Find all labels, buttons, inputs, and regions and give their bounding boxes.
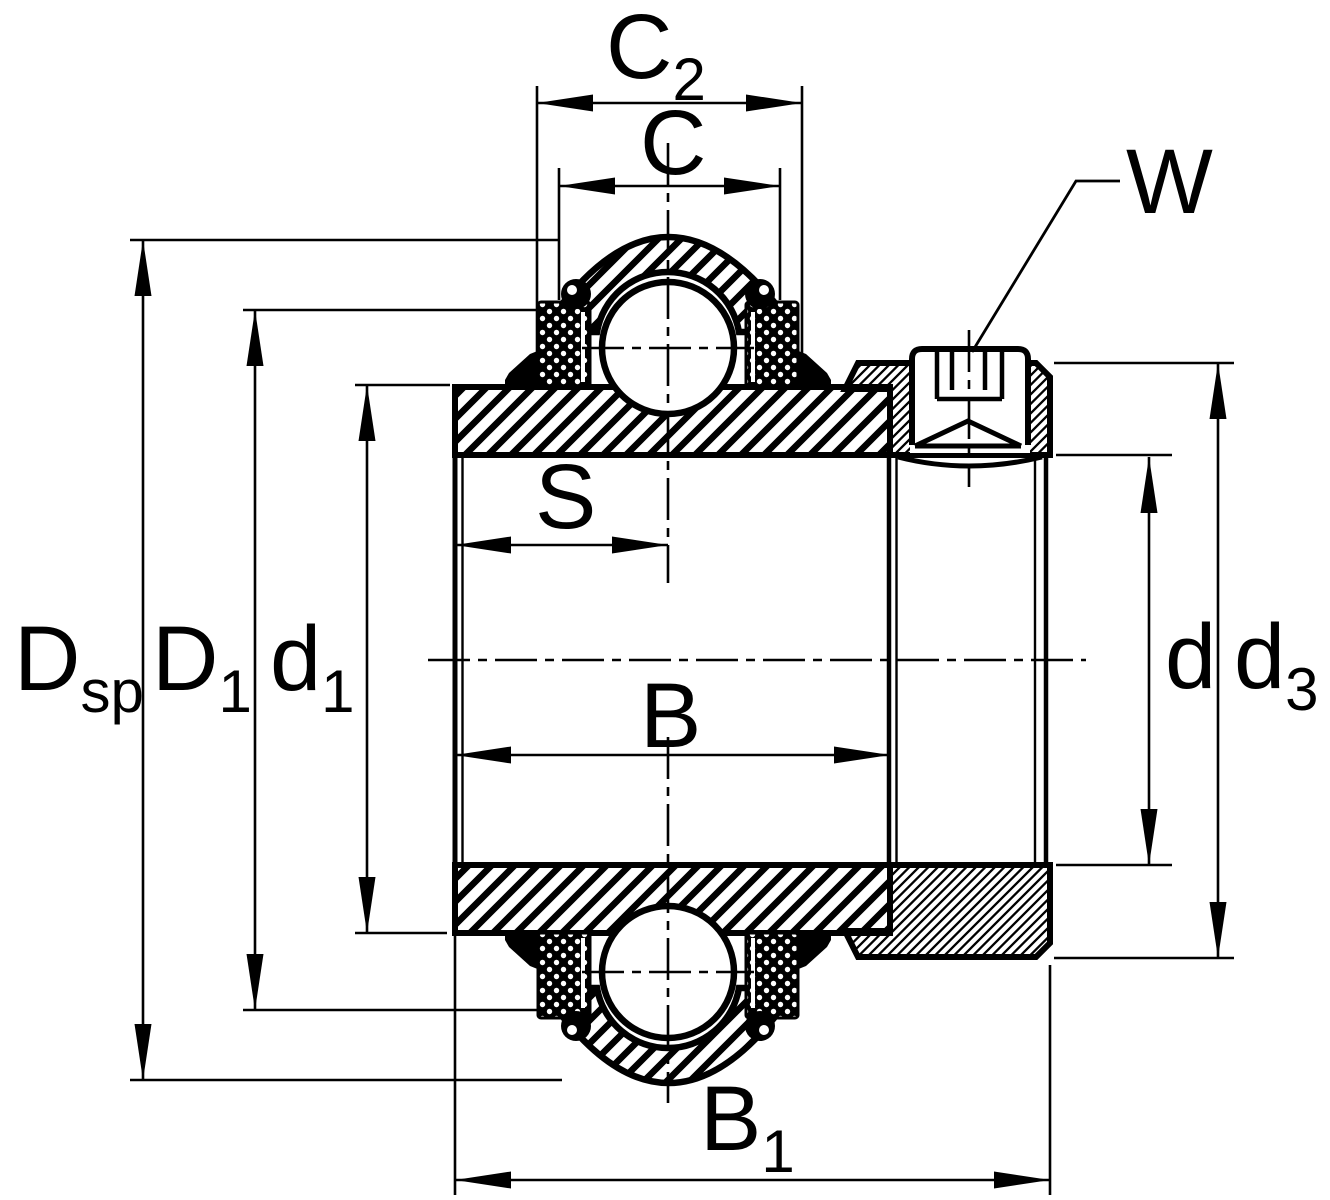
outer-ring-bottom xyxy=(552,984,786,1087)
seal-anchor-knob xyxy=(745,279,775,309)
dimension-label-group: C2 C W S B B1 Dsp D1 d1 d d3 xyxy=(14,0,1319,1185)
extension-lines xyxy=(130,86,1234,1195)
seal-lip-foot xyxy=(505,933,540,970)
outer-ring-top xyxy=(552,233,786,336)
dimension-arrows xyxy=(134,94,1227,1189)
arrowhead xyxy=(1140,457,1158,513)
w-leader-line xyxy=(970,179,1120,353)
seal-knob-highlight xyxy=(567,1025,577,1035)
seal-anchor-knob xyxy=(561,1011,591,1041)
arrowhead xyxy=(134,240,152,296)
dim-label-d: d xyxy=(1165,606,1216,708)
dim-label-d1-outer: D1 xyxy=(152,608,252,725)
dim-label-w: W xyxy=(1126,131,1213,233)
arrowhead xyxy=(612,536,668,554)
arrowhead xyxy=(559,177,615,195)
arrowhead xyxy=(1209,902,1227,958)
seal-knob-highlight xyxy=(759,1025,769,1035)
seal-lip-foot xyxy=(505,350,540,387)
arrowhead xyxy=(246,310,264,366)
arrowhead xyxy=(455,536,511,554)
arrowhead xyxy=(455,1171,511,1189)
arrowhead xyxy=(537,94,593,112)
arrowhead xyxy=(834,746,890,764)
seal-lip-foot xyxy=(796,933,831,970)
dim-label-b: B xyxy=(640,665,701,767)
seal-top-right xyxy=(744,279,831,389)
seal-anchor-knob xyxy=(745,1011,775,1041)
arrowhead xyxy=(1140,809,1158,865)
seal-knob-highlight xyxy=(567,285,577,295)
dim-label-d1-inner: d1 xyxy=(270,608,355,725)
arrowhead xyxy=(994,1171,1050,1189)
arrowhead xyxy=(358,385,376,441)
centerlines xyxy=(428,143,1086,1103)
dim-label-s: S xyxy=(535,446,596,548)
arrowhead xyxy=(246,954,264,1010)
arrowhead xyxy=(134,1024,152,1080)
arrowhead xyxy=(1209,363,1227,419)
dim-label-c2: C2 xyxy=(606,0,706,113)
arrowhead xyxy=(746,94,802,112)
dim-label-b1: B1 xyxy=(700,1068,795,1185)
locking-collar-bottom xyxy=(840,862,1053,960)
seal-anchor-knob xyxy=(561,279,591,309)
arrowhead xyxy=(358,877,376,933)
dim-label-dsp: Dsp xyxy=(14,608,144,725)
arrowhead xyxy=(455,746,511,764)
dim-label-d3: d3 xyxy=(1234,606,1319,723)
seal-lip-foot xyxy=(796,350,831,387)
dim-label-c: C xyxy=(640,92,706,194)
seal-knob-highlight xyxy=(759,285,769,295)
arrowhead xyxy=(724,177,780,195)
